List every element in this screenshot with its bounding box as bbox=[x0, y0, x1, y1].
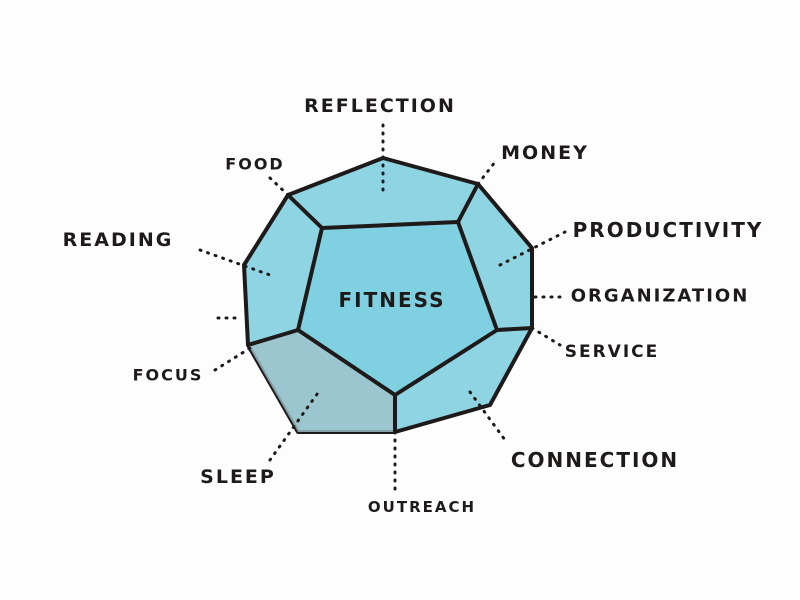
edges bbox=[246, 182, 534, 434]
label-connection: CONNECTION bbox=[510, 448, 680, 472]
label-money: MONEY bbox=[501, 142, 589, 164]
label-organization: ORGANIZATION bbox=[570, 285, 750, 307]
label-reflection: REFLECTION bbox=[304, 95, 456, 117]
dotted-leaders bbox=[198, 123, 567, 492]
label-sleep: SLEEP bbox=[200, 466, 276, 488]
label-reading: READING bbox=[62, 229, 174, 251]
left-face-shade bbox=[248, 330, 395, 432]
label-service: SERVICE bbox=[564, 342, 660, 362]
center-face bbox=[296, 220, 499, 397]
label-productivity: PRODUCTIVITY bbox=[572, 218, 764, 242]
label-outreach: OUTREACH bbox=[367, 498, 477, 516]
label-food: FOOD bbox=[225, 154, 285, 174]
center-label-fitness: FITNESS bbox=[338, 288, 446, 312]
label-focus: FOCUS bbox=[132, 365, 204, 385]
